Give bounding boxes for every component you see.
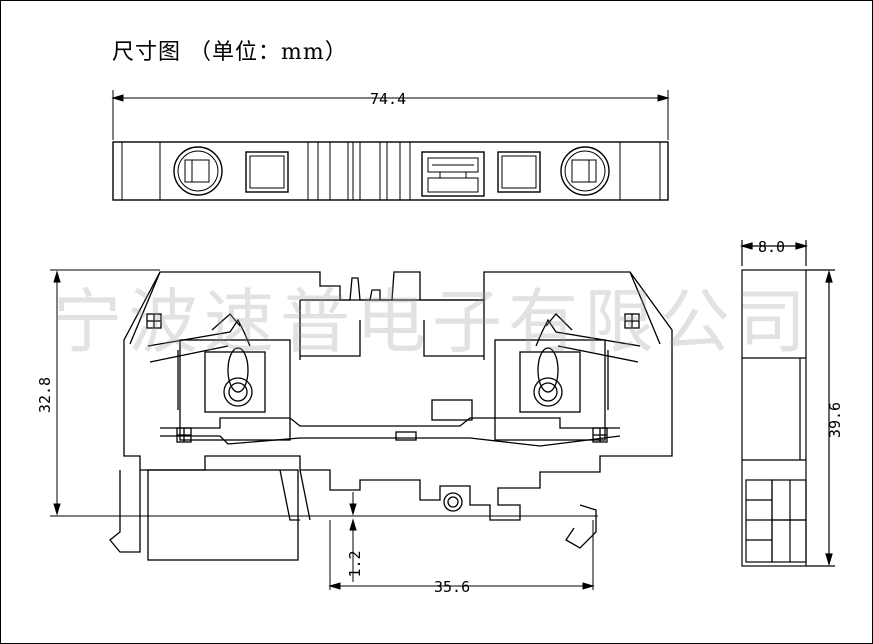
front-view	[109, 271, 673, 561]
dimension-35-6	[328, 582, 595, 590]
dimension-height-left: 32.8	[36, 377, 54, 413]
dimension-side-width: 8.0	[758, 238, 785, 256]
side-view	[739, 240, 835, 567]
dimension-rail-offset: 1.2	[346, 550, 364, 577]
dimension-top-width: 74.4	[370, 90, 406, 108]
dimension-height-right: 39.6	[826, 402, 844, 438]
dimension-1-2	[349, 492, 357, 582]
drawing-title: 尺寸图 （单位：mm）	[112, 40, 348, 65]
dimension-32-8	[50, 269, 160, 517]
dimension-rail-width: 35.6	[434, 578, 470, 596]
top-view	[111, 90, 670, 201]
